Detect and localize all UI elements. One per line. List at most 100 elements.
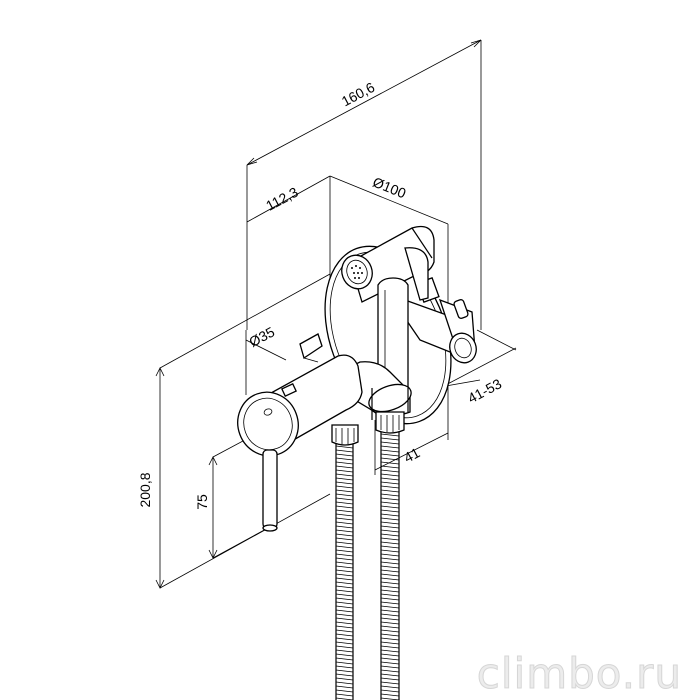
hose-rib <box>335 665 354 669</box>
hose-rib <box>380 489 400 493</box>
dim-handle-diameter: Ø35 <box>245 323 287 395</box>
hose-rib <box>335 677 354 681</box>
hose-rib <box>335 453 354 457</box>
hose-rib <box>380 601 400 605</box>
dim-holder-offset-label: 41 <box>401 444 422 466</box>
hose-rib <box>380 637 400 641</box>
hose-rib <box>380 625 400 629</box>
hose-rib <box>380 449 400 453</box>
hose-rib <box>380 477 400 481</box>
hose-rib <box>380 621 400 625</box>
hose-rib <box>380 533 400 537</box>
hose-rib <box>380 609 400 613</box>
hose-rib <box>380 437 400 441</box>
hose-rib <box>380 517 400 521</box>
hose-rib <box>335 509 354 513</box>
flexible-hose-left <box>335 444 354 700</box>
hose-rib <box>380 505 400 509</box>
hose-rib <box>380 593 400 597</box>
hose-rib <box>380 585 400 589</box>
hose-rib <box>380 561 400 565</box>
mixer-body <box>237 354 363 457</box>
hose-rib <box>335 601 354 605</box>
hose-rib <box>335 673 354 677</box>
flexible-hose-right <box>380 432 400 700</box>
hose-rib <box>335 669 354 673</box>
hose-rib <box>380 641 400 645</box>
hose-rib <box>380 653 400 657</box>
hose-rib <box>380 441 400 445</box>
dim-handle-height-label: 75 <box>194 494 210 510</box>
hose-rib <box>380 493 400 497</box>
hose-rib <box>335 501 354 505</box>
hose-rib <box>335 597 354 601</box>
hose-rib <box>335 689 354 693</box>
hose-rib <box>380 513 400 517</box>
hose-rib <box>335 469 354 473</box>
hose-rib <box>380 689 400 693</box>
hose-rib <box>335 485 354 489</box>
hose-rib <box>380 453 400 457</box>
spray-head <box>341 225 435 303</box>
hose-rib <box>335 445 354 449</box>
hose-rib <box>380 541 400 545</box>
hose-rib <box>335 653 354 657</box>
hose-rib <box>335 609 354 613</box>
hose-rib <box>380 557 400 561</box>
hose-rib <box>335 489 354 493</box>
hose-rib <box>335 625 354 629</box>
hose-rib <box>335 449 354 453</box>
dim-holder-offset: 41 <box>374 420 449 475</box>
wall-clip <box>299 333 323 363</box>
hose-rib <box>335 577 354 581</box>
hose-rib <box>335 553 354 557</box>
hose-rib <box>335 685 354 689</box>
hose-rib <box>380 565 400 569</box>
hose-rib <box>335 537 354 541</box>
hose-rib <box>380 537 400 541</box>
hose-rib <box>380 545 400 549</box>
hose-rib <box>335 529 354 533</box>
hose-rib <box>335 585 354 589</box>
hose-rib <box>380 649 400 653</box>
hose-rib <box>380 645 400 649</box>
hose-rib <box>335 649 354 653</box>
hose-rib <box>380 693 400 697</box>
hose-rib <box>380 501 400 505</box>
hose-rib <box>380 481 400 485</box>
hose-rib <box>335 657 354 661</box>
dim-wall-depth-label: 41-53 <box>465 375 504 406</box>
hose-rib <box>335 641 354 645</box>
hose-rib <box>380 569 400 573</box>
hose-rib <box>335 565 354 569</box>
hose-rib <box>380 677 400 681</box>
hose-rib <box>335 521 354 525</box>
hose-rib <box>335 605 354 609</box>
hose-rib <box>335 493 354 497</box>
hose-rib <box>335 621 354 625</box>
hose-rib <box>335 473 354 477</box>
hose-rib <box>335 525 354 529</box>
hose-rib <box>380 685 400 689</box>
hose-rib <box>335 617 354 621</box>
hose-rib <box>335 589 354 593</box>
hose-rib <box>335 593 354 597</box>
hose-rib <box>335 573 354 577</box>
hose-rib <box>335 637 354 641</box>
hose-rib <box>335 465 354 469</box>
hose-rib <box>380 573 400 577</box>
dim-total-height-label: 200,8 <box>137 472 153 507</box>
hose-rib <box>380 669 400 673</box>
hose-rib <box>380 581 400 585</box>
hose-rib <box>380 605 400 609</box>
hose-rib <box>335 497 354 501</box>
hose-rib <box>335 557 354 561</box>
dim-flange-diameter-label: Ø100 <box>371 174 409 202</box>
hose-rib <box>380 457 400 461</box>
hose-rib <box>380 445 400 449</box>
hose-rib <box>380 485 400 489</box>
hose-rib <box>335 461 354 465</box>
hose-rib <box>380 549 400 553</box>
